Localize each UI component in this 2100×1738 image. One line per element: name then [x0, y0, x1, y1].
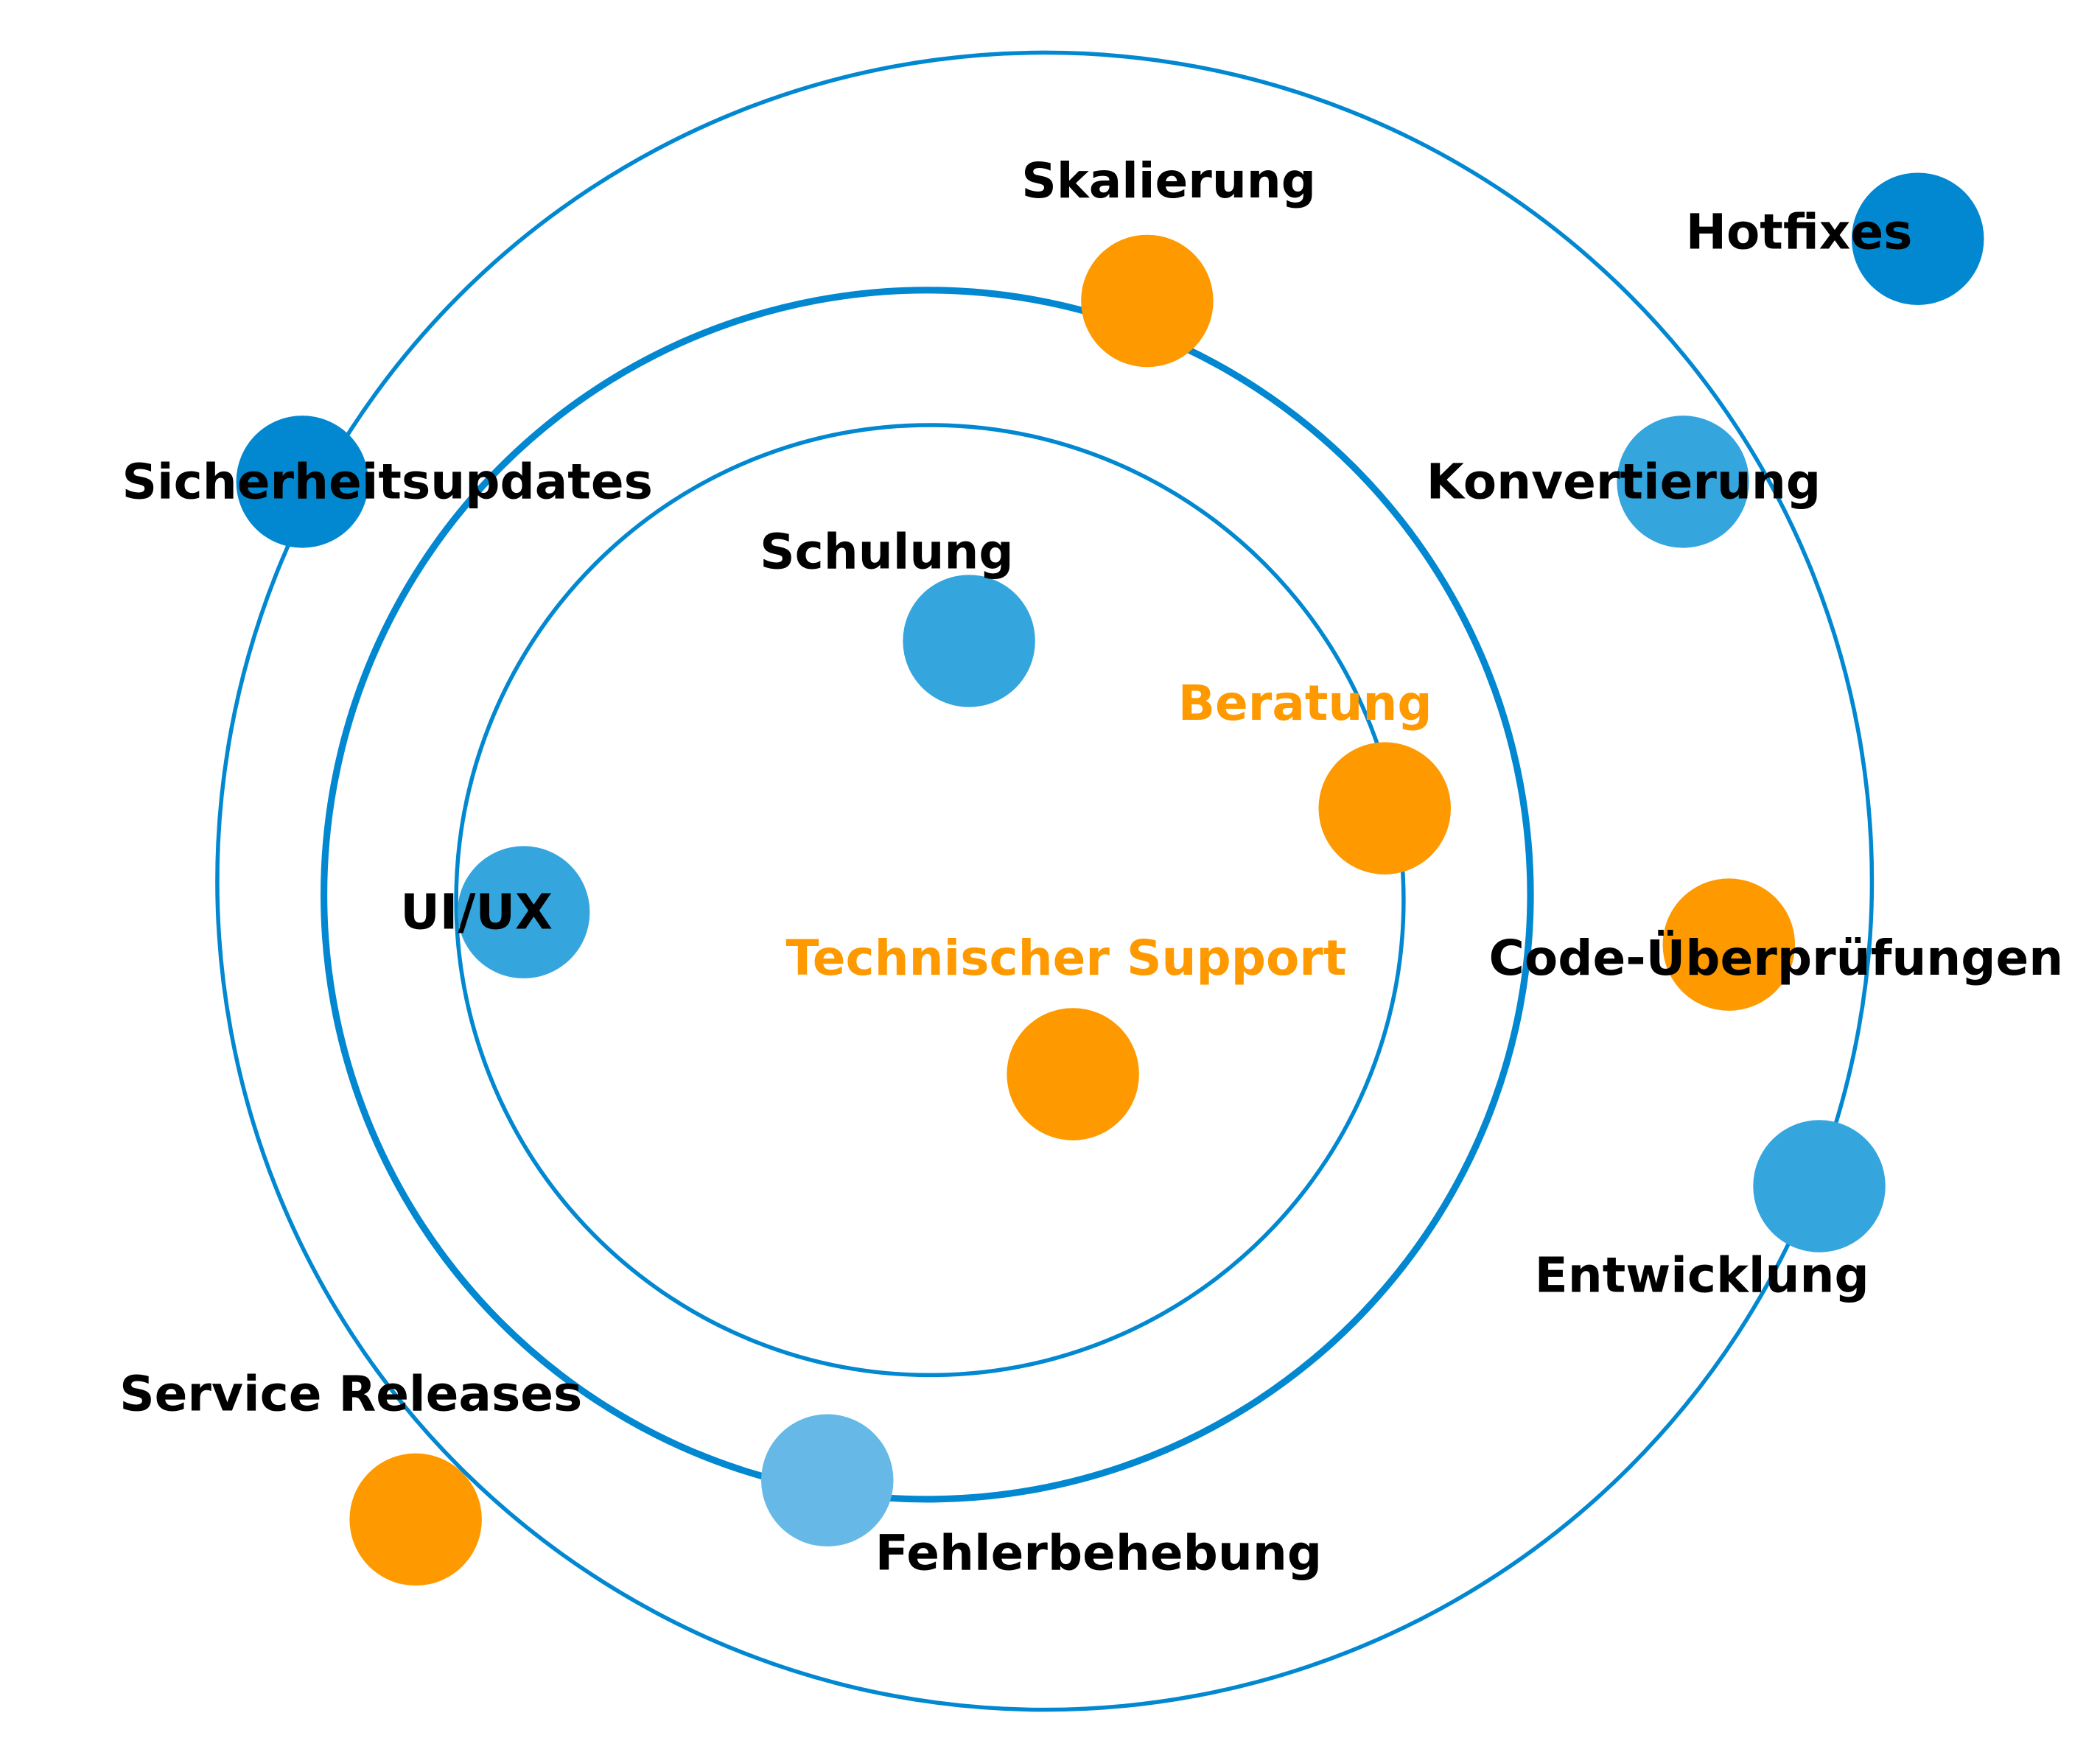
- entwicklung-dot: [1753, 1120, 1886, 1252]
- schulung-dot: [903, 575, 1035, 707]
- beratung-dot: [1318, 742, 1451, 875]
- fehlerbehebung-label: Fehlerbehebung: [875, 1525, 1322, 1582]
- entwicklung-label: Entwicklung: [1535, 1247, 1869, 1303]
- code-ueberpruefungen-dot: [1662, 878, 1796, 1011]
- technischer-support-label: Technischer Support: [786, 930, 1347, 987]
- konvertierung-label: Konvertierung: [1427, 453, 1821, 510]
- service-releases-dot: [349, 1453, 482, 1586]
- code-ueberpruefungen-label: Code-Überprüfungen: [1489, 930, 2064, 987]
- service-releases-label: Service Releases: [119, 1366, 582, 1423]
- technischer-support-dot: [1007, 1008, 1139, 1140]
- ui-ux-dot: [457, 846, 590, 978]
- ui-ux-label: UI/UX: [400, 884, 553, 941]
- orbit-rings: [215, 50, 1875, 1712]
- item-dots: [236, 172, 1984, 1586]
- konvertierung-dot: [1617, 416, 1749, 548]
- sicherheitsupdates-dot: [236, 416, 369, 548]
- skalierung-dot: [1081, 234, 1214, 368]
- hotfixes-label: Hotfixes: [1686, 204, 1913, 261]
- sicherheitsupdates-label: Sicherheitsupdates: [122, 453, 652, 510]
- beratung-label: Beratung: [1178, 675, 1432, 732]
- inner-ring: [454, 423, 1406, 1378]
- outer-ring: [215, 50, 1875, 1712]
- hotfixes-dot: [1851, 172, 1984, 305]
- skalierung-label: Skalierung: [1021, 153, 1316, 209]
- schulung-label: Schulung: [760, 524, 1013, 581]
- middle-ring: [321, 287, 1534, 1503]
- fehlerbehebung-dot: [761, 1414, 894, 1547]
